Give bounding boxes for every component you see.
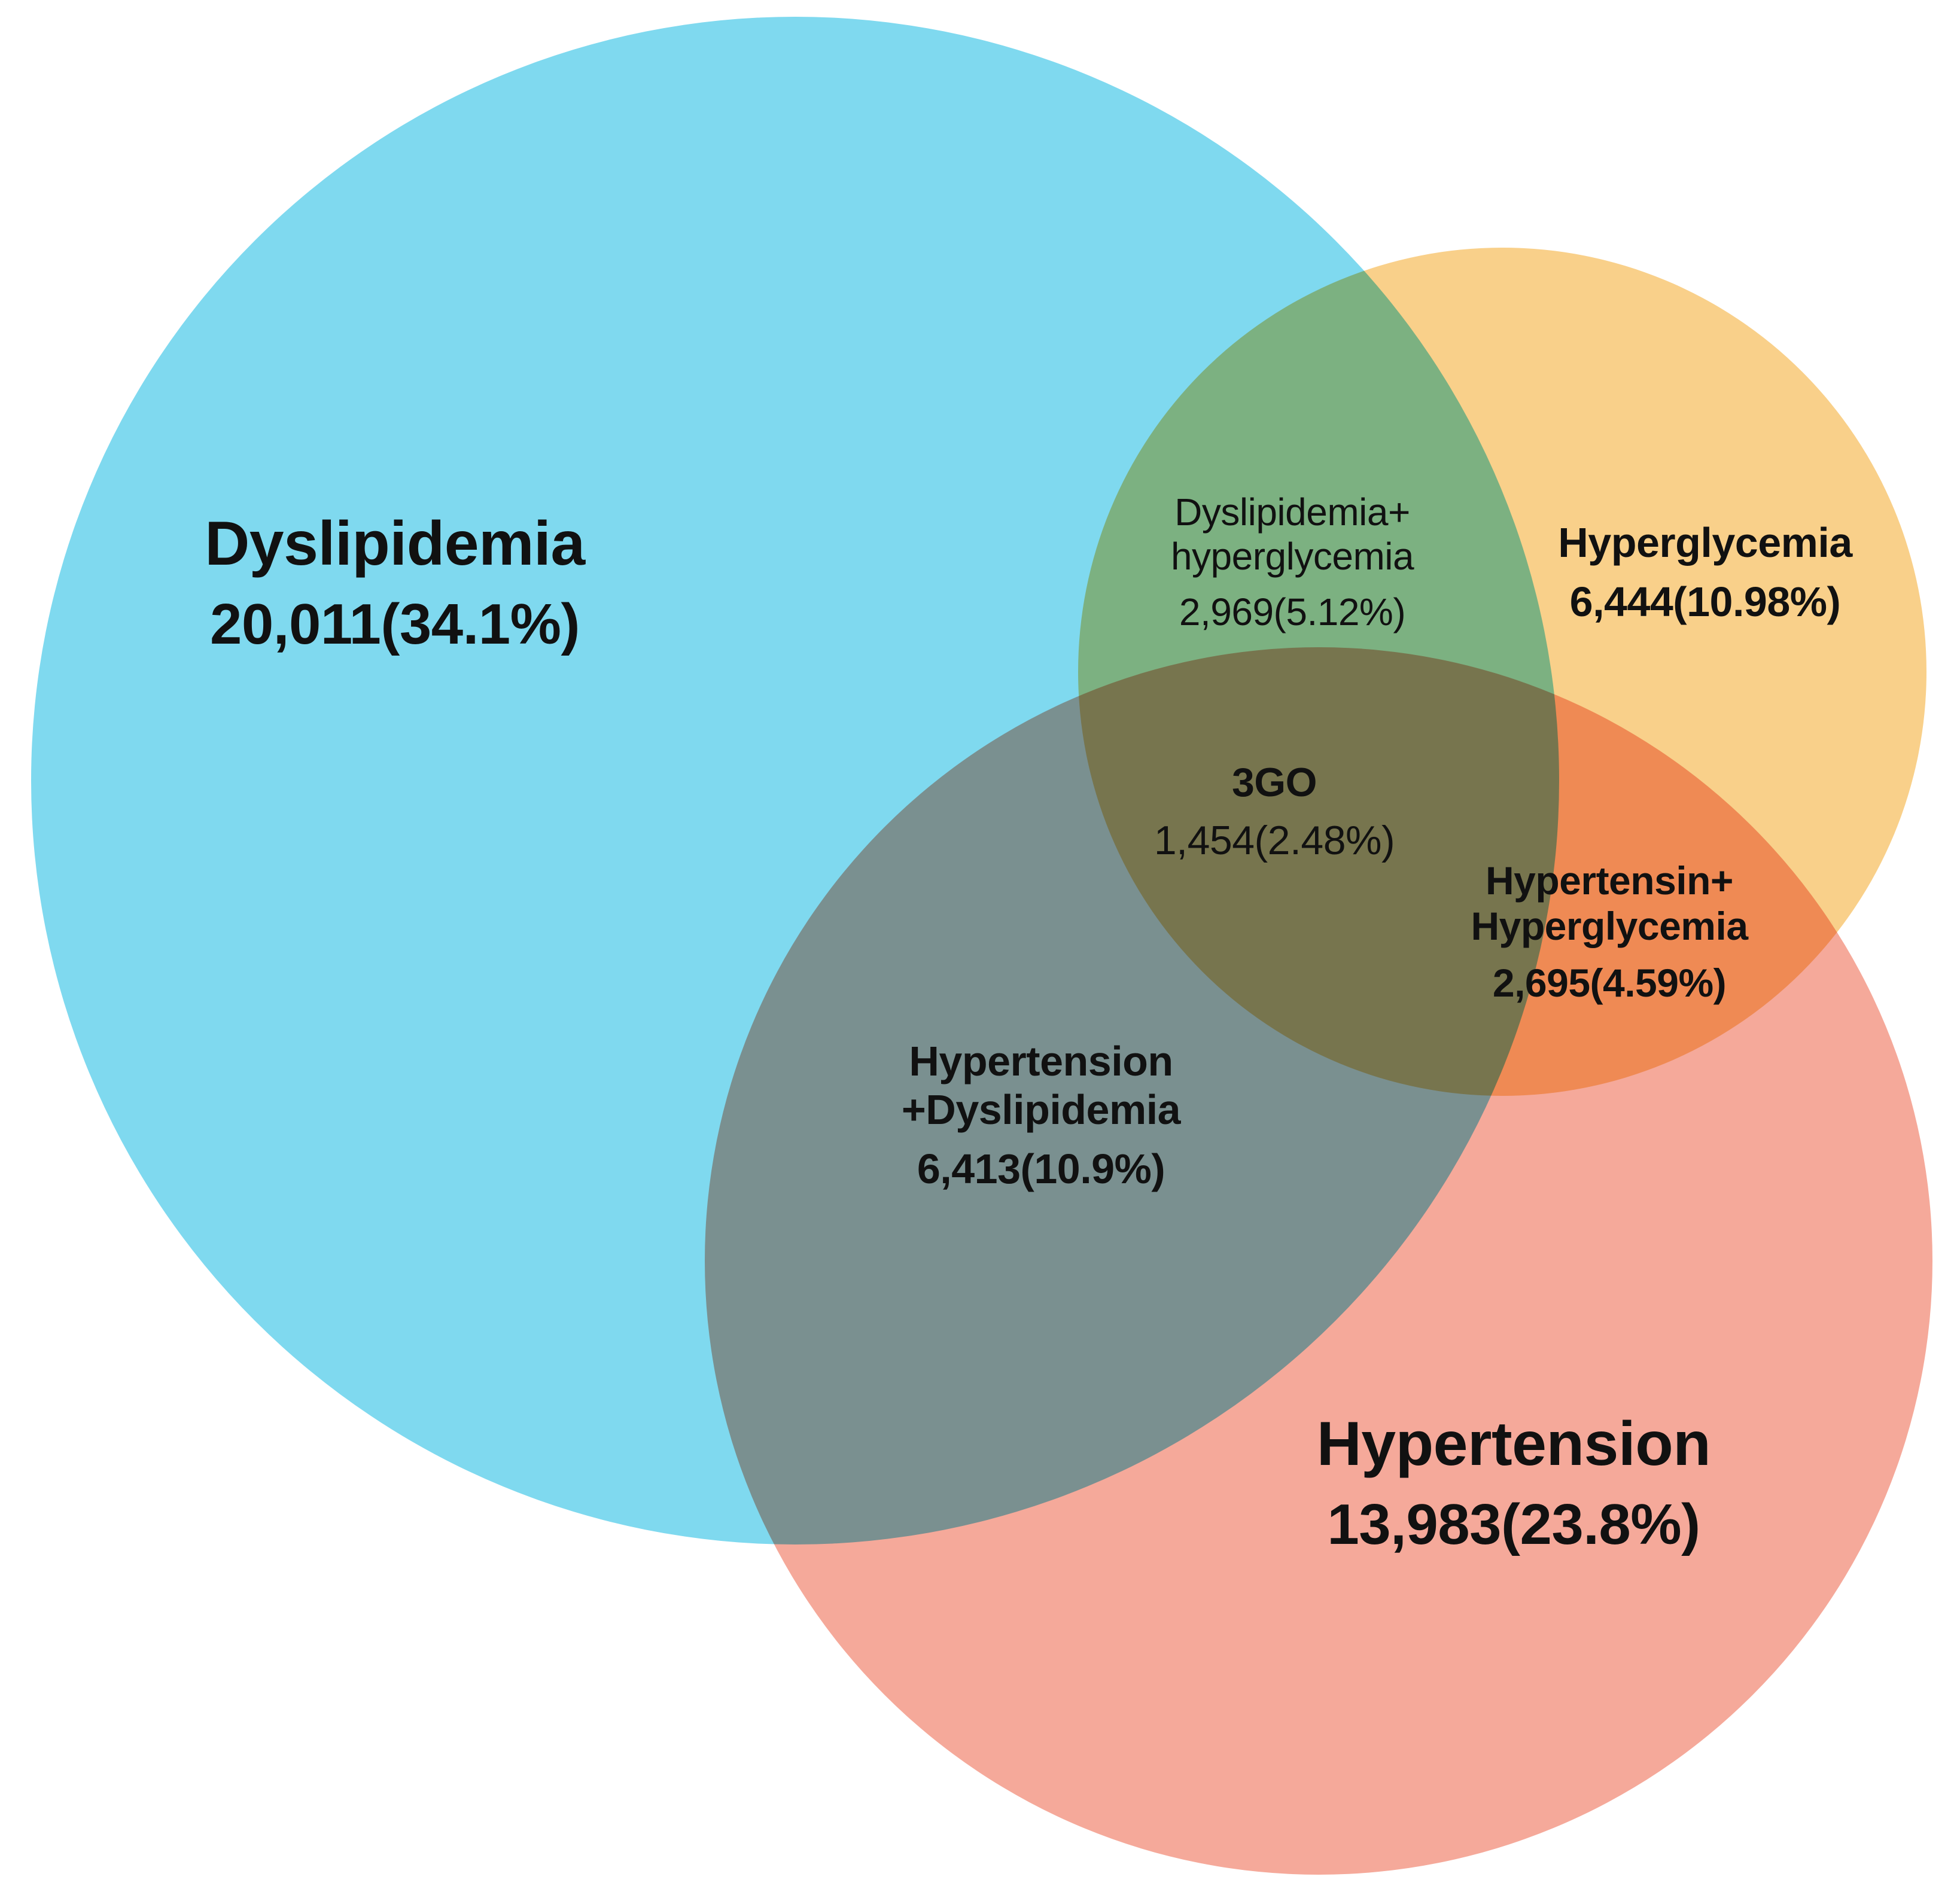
label-three-way-overlap-value: 1,454(2.48%) <box>1153 817 1395 863</box>
venn-circle-hypertension <box>705 647 1932 1875</box>
label-dyslipidemia-hyperglycemia: Dyslipidemia+ hyperglycemia 2,969(5.12%) <box>1125 479 1460 645</box>
label-hypertensin-hyperglycemia: Hypertensin+ Hyperglycemia 2,695(4.59%) <box>1430 846 1789 1017</box>
label-dyslipidemia-value: 20,011(34.1%) <box>210 592 580 656</box>
label-hypertensin-hyperglycemia-title: Hypertensin+ Hyperglycemia <box>1471 858 1748 949</box>
label-hyperglycemia-value: 6,444(10.98%) <box>1569 578 1841 626</box>
label-hypertension-dyslipidemia-title: Hypertension +Dyslipidemia <box>901 1037 1181 1133</box>
label-hypertension-dyslipidemia: Hypertension +Dyslipidemia 6,413(10.9%) <box>838 1026 1244 1205</box>
label-dyslipidemia-title: Dyslipidemia <box>205 508 585 578</box>
label-hyperglycemia-title: Hyperglycemia <box>1558 519 1852 566</box>
label-three-way-overlap-title: 3GO <box>1231 759 1317 805</box>
label-dyslipidemia-hyperglycemia-value: 2,969(5.12%) <box>1179 590 1406 633</box>
label-hypertension-title: Hypertension <box>1316 1409 1711 1479</box>
label-hypertensin-hyperglycemia-value: 2,695(4.59%) <box>1492 961 1727 1006</box>
label-dyslipidemia: Dyslipidemia 20,011(34.1%) <box>96 496 694 669</box>
label-hypertension-value: 13,983(23.8%) <box>1327 1492 1700 1556</box>
label-dyslipidemia-hyperglycemia-title: Dyslipidemia+ hyperglycemia <box>1170 490 1414 578</box>
label-three-way-overlap: 3GO 1,454(2.48%) <box>1119 748 1430 875</box>
label-hypertension-dyslipidemia-value: 6,413(10.9%) <box>917 1146 1165 1193</box>
label-hypertension: Hypertension 13,983(23.8%) <box>1215 1397 1813 1569</box>
label-hyperglycemia: Hyperglycemia 6,444(10.98%) <box>1478 507 1932 638</box>
